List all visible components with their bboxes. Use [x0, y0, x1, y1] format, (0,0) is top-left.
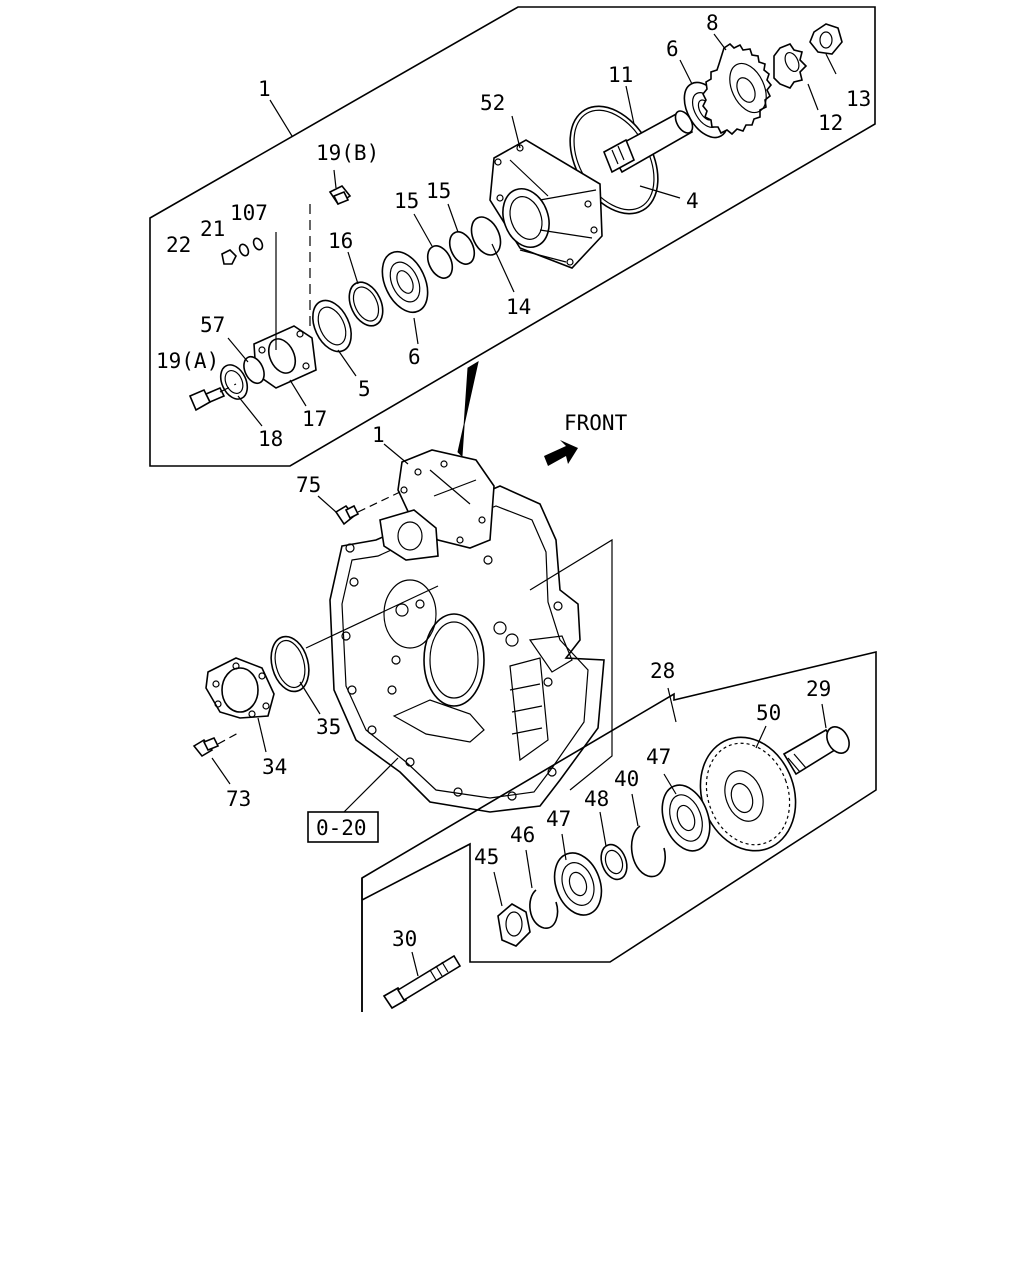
label-seal-18: 18 [258, 427, 283, 451]
label-washer-21: 21 [200, 217, 225, 241]
bolt-73-part [192, 731, 241, 758]
plate-57-part [243, 355, 265, 385]
label-shaft-11: 11 [608, 63, 633, 87]
nut-13-part [809, 23, 843, 55]
case-1-part [329, 449, 605, 813]
housing-17-part [253, 325, 317, 389]
label-seal-16: 16 [328, 229, 353, 253]
nut-45-part [497, 903, 531, 947]
label-front: FRONT [564, 411, 628, 435]
washer-21-part [238, 243, 250, 257]
label-bearing-47b: 47 [546, 807, 571, 831]
reference-box [307, 811, 379, 843]
label-ring-46: 46 [510, 823, 535, 847]
label-washer-107: 107 [230, 201, 268, 225]
lower-leaders [411, 703, 827, 977]
bearing-6-low-part [381, 250, 429, 314]
ring-15b-part [426, 245, 454, 279]
label-gear-8: 8 [706, 11, 719, 35]
label-nut-45: 45 [474, 845, 499, 869]
bearing-47b-part [553, 852, 603, 916]
case-bracket [529, 538, 613, 791]
label-gear-50: 50 [756, 701, 781, 725]
label-snap-40: 40 [614, 767, 639, 791]
label-bearing-6-top: 6 [666, 37, 679, 61]
top-leaders [227, 33, 837, 427]
ring-15a-part [448, 231, 476, 265]
ring-46-part [529, 889, 559, 929]
label-bolt-19b: 19(B) [316, 141, 379, 165]
label-bolt-75: 75 [296, 473, 321, 497]
label-bolt-19a: 19(A) [156, 349, 219, 373]
bolt-19b-part [328, 184, 352, 206]
shaft-11-part [602, 110, 694, 174]
spacer-48-part [600, 843, 628, 881]
label-cover-34: 34 [262, 755, 287, 779]
shaft-29-part [782, 726, 850, 776]
cover-34-part [205, 657, 275, 719]
label-oring-35: 35 [316, 715, 341, 739]
label-ring-15a: 15 [426, 179, 451, 203]
label-ring-14: 14 [506, 295, 531, 319]
label-assy-top: 1 [258, 77, 271, 101]
label-assy-28: 28 [650, 659, 675, 683]
lower-panel-connector [667, 687, 677, 723]
gear-8-part [702, 42, 773, 136]
label-oring-4: 4 [686, 189, 699, 213]
case-leader-line [305, 585, 439, 649]
top-assembly-panel [149, 6, 876, 467]
bearing-47a-part [661, 784, 711, 852]
label-housing-17: 17 [302, 407, 327, 431]
front-arrow-icon [544, 440, 578, 466]
label-bolt-73: 73 [226, 787, 251, 811]
snap-ring-40-part [630, 825, 666, 878]
cover-52-part [489, 139, 603, 269]
seal-16-part [348, 281, 384, 327]
label-case-1: 1 [372, 423, 385, 447]
nut-22-part [221, 249, 237, 265]
bolt-19a-part [188, 386, 226, 412]
washer-107-part [252, 237, 264, 251]
label-bearing-6-low: 6 [408, 345, 421, 369]
bolt-75-part [334, 491, 401, 526]
label-shaft-29: 29 [806, 677, 831, 701]
label-ring-15b: 15 [394, 189, 419, 213]
bolt-30-part [382, 954, 462, 1010]
oring-35-part [270, 635, 310, 693]
label-plate-57: 57 [200, 313, 225, 337]
case-leaders [211, 443, 409, 813]
seal-5-part [312, 299, 352, 353]
label-nut-22: 22 [166, 233, 191, 257]
lock-washer-12-part [773, 43, 808, 89]
assembly-pointer [457, 360, 479, 458]
label-cover-52: 52 [480, 91, 505, 115]
label-seal-5: 5 [358, 377, 371, 401]
label-bolt-30: 30 [392, 927, 417, 951]
label-bearing-47a: 47 [646, 745, 671, 769]
reference-box-text: 0-20 [316, 816, 367, 840]
seal-18-part [219, 364, 249, 400]
label-nut-13: 13 [846, 87, 871, 111]
axis-line-bolt [219, 383, 237, 393]
label-spacer-48: 48 [584, 787, 609, 811]
label-washer-12: 12 [818, 111, 843, 135]
